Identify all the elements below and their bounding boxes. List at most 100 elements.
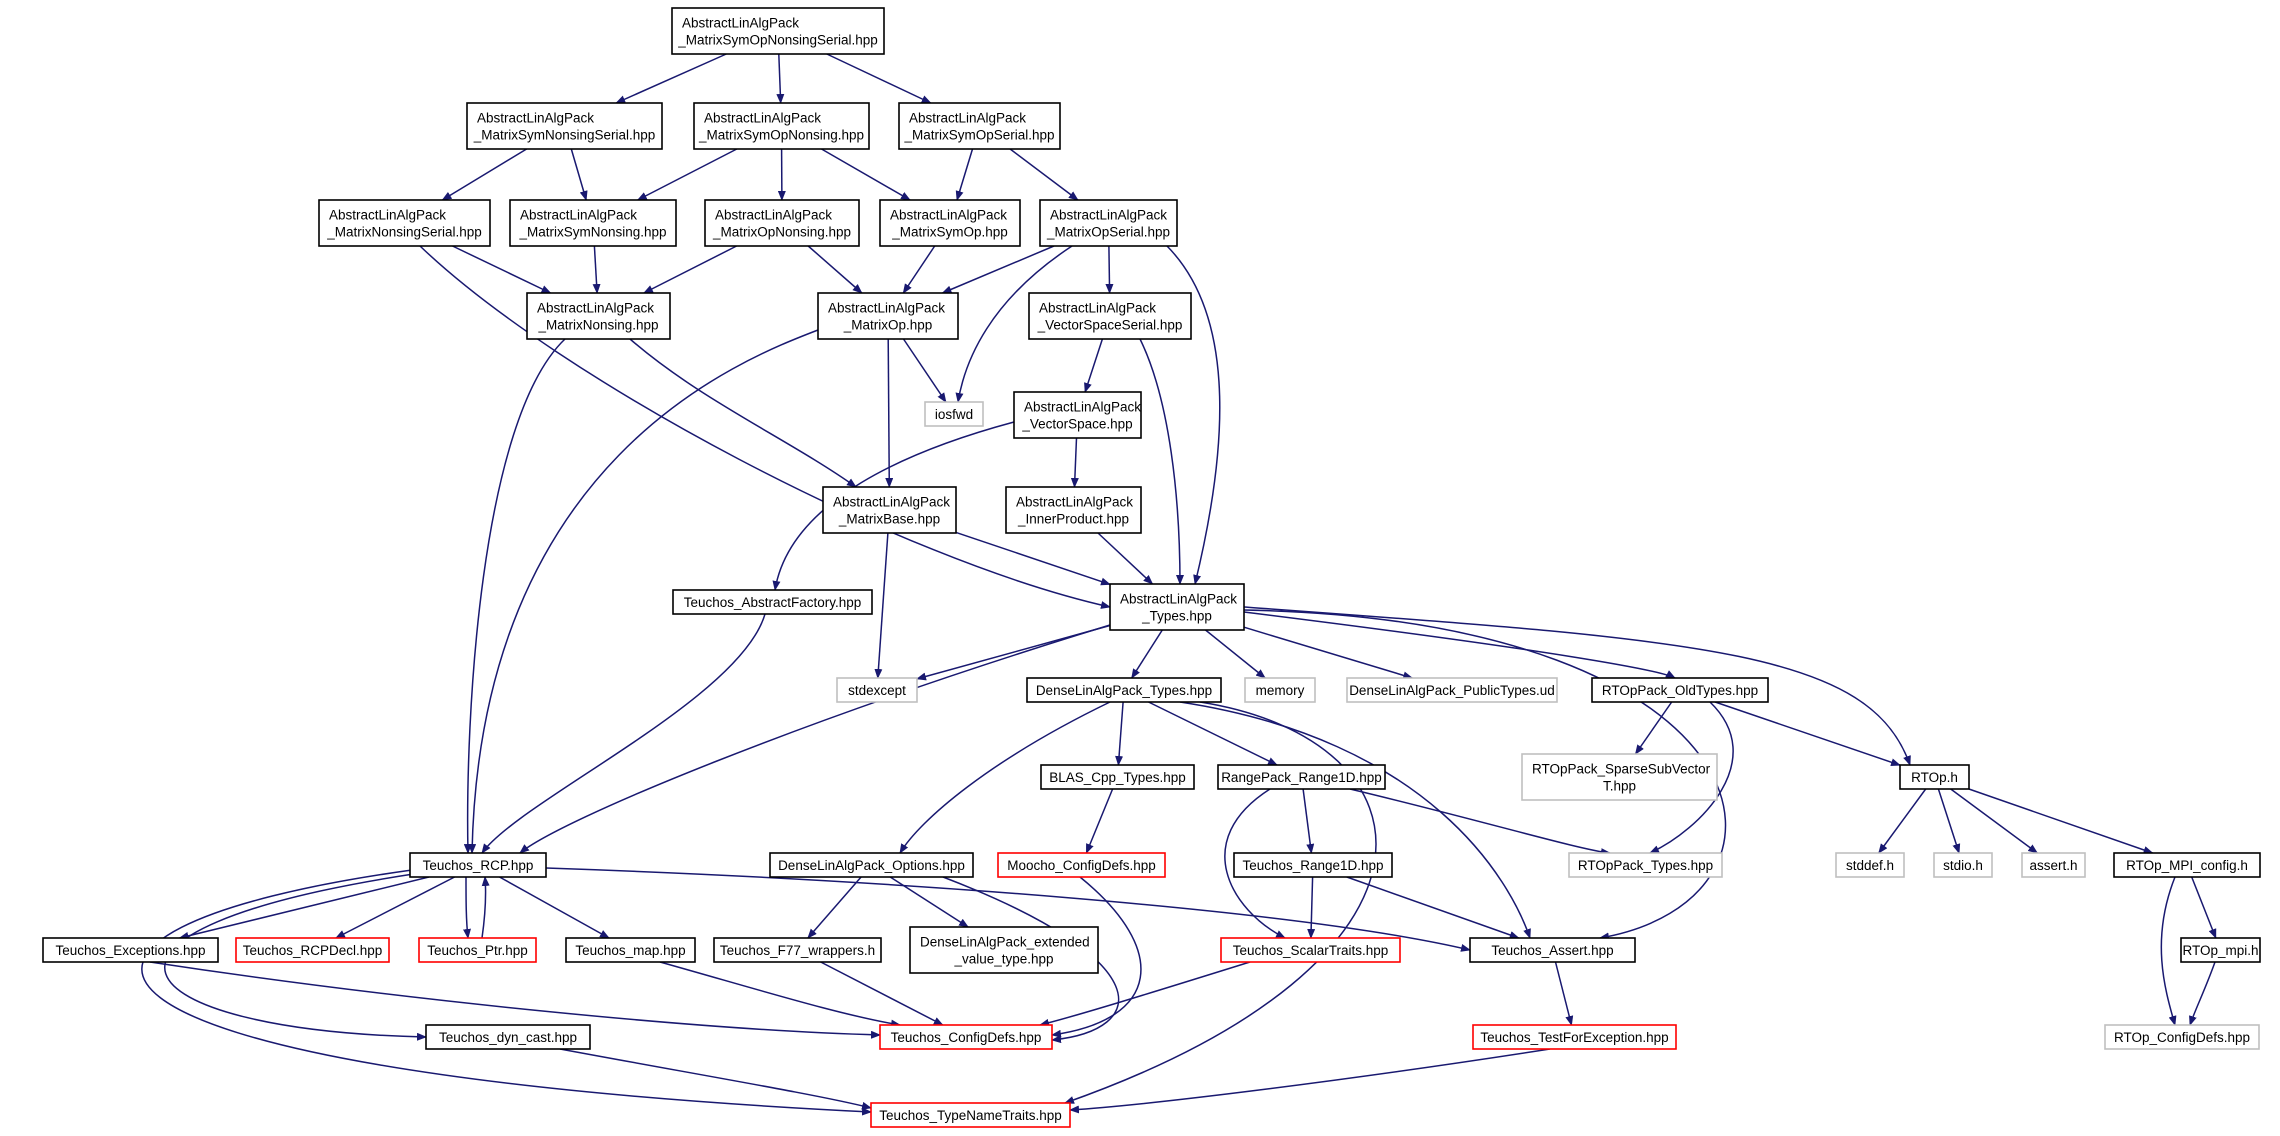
node-label-line: stddef.h [1846,858,1894,873]
node-box [1013,391,1142,439]
edge-mos-to-mo [941,245,1055,294]
node-label-line: RTOpPack_SparseSubVector [1532,762,1711,777]
node-rtopold[interactable]: RTOpPack_OldTypes.hpp [1591,677,1769,703]
node-types[interactable]: AbstractLinAlgPack_Types.hpp [1109,583,1245,631]
node-box [425,1024,591,1050]
node-rcpdecl[interactable]: Teuchos_RCPDecl.hpp [235,937,390,963]
node-stddef[interactable]: stddef.h [1835,852,1905,878]
edge-msns-to-msn [570,148,588,201]
node-dlpt[interactable]: DenseLinAlgPack_PublicTypes.ud [1346,677,1558,703]
node-msn[interactable]: AbstractLinAlgPack_MatrixSymNonsing.hpp [509,199,677,247]
node-label-line: _VectorSpace.hpp [1021,417,1132,432]
edge-msopn-to-mso [821,148,911,201]
node-rcp[interactable]: Teuchos_RCP.hpp [409,852,547,878]
node-label-line: RTOp.h [1911,770,1958,785]
node-label-line: AbstractLinAlgPack [909,111,1026,126]
node-dlext[interactable]: DenseLinAlgPack_extended_value_type.hpp [909,926,1099,974]
node-vss[interactable]: AbstractLinAlgPack_VectorSpaceSerial.hpp [1028,292,1192,340]
node-tdc[interactable]: Teuchos_dyn_cast.hpp [425,1024,591,1050]
node-mn[interactable]: AbstractLinAlgPack_MatrixNonsing.hpp [526,292,671,340]
node-label-line: Teuchos_TypeNameTraits.hpp [879,1108,1062,1123]
edge-rtmpih-to-rtcd [2189,961,2216,1026]
node-msos[interactable]: AbstractLinAlgPack_MatrixSymOpSerial.hpp [898,102,1061,150]
edge-vss-to-vs [1084,338,1104,393]
node-blas[interactable]: BLAS_Cpp_Types.hpp [1040,764,1195,790]
edge-dlt-to-tassert [1179,701,1531,939]
node-tassert[interactable]: Teuchos_Assert.hpp [1469,937,1636,963]
node-mos[interactable]: AbstractLinAlgPack_MatrixOpSerial.hpp [1039,199,1178,247]
edge-root-to-msns [615,53,727,104]
node-box [879,1024,1053,1050]
node-box [1026,677,1222,703]
edge-mos-to-types [1166,245,1221,585]
node-tst[interactable]: Teuchos_ScalarTraits.hpp [1220,937,1401,963]
node-box [42,937,219,963]
edge-mso-to-mo [902,245,936,294]
node-label-line: DenseLinAlgPack_Types.hpp [1036,683,1212,698]
node-label-line: Teuchos_TestForException.hpp [1480,1030,1668,1045]
node-mnss[interactable]: AbstractLinAlgPack_MatrixNonsingSerial.h… [318,199,491,247]
edge-rtopold-to-rtssv [1634,701,1673,755]
edge-mon-to-mn [643,245,737,294]
edge-mo-to-mb [885,338,894,488]
node-rtcd[interactable]: RTOp_ConfigDefs.hpp [2104,1024,2260,1050]
node-dlo[interactable]: DenseLinAlgPack_Options.hpp [769,852,974,878]
node-box [526,292,671,340]
node-label-line: BLAS_Cpp_Types.hpp [1049,770,1186,785]
edge-mn-to-rcp [463,338,566,854]
edge-rcp-to-ptr [463,876,471,939]
node-label-line: Teuchos_ConfigDefs.hpp [891,1030,1042,1045]
node-box [909,926,1099,974]
node-box [1469,937,1636,963]
node-rtmpih[interactable]: RTOp_mpi.h [2180,937,2261,963]
node-rtpt[interactable]: RTOpPack_Types.hpp [1568,852,1723,878]
node-stdexcept[interactable]: stdexcept [836,677,918,703]
node-label-line: AbstractLinAlgPack [1120,592,1237,607]
node-root[interactable]: AbstractLinAlgPack_MatrixSymOpNonsingSer… [671,7,885,55]
edge-msns-to-mnss [441,148,527,201]
node-vs[interactable]: AbstractLinAlgPack_VectorSpace.hpp [1013,391,1142,439]
node-box [924,401,984,427]
node-texc[interactable]: Teuchos_Exceptions.hpp [42,937,219,963]
node-mso[interactable]: AbstractLinAlgPack_MatrixSymOp.hpp [879,199,1021,247]
node-label-line: Teuchos_Ptr.hpp [427,943,528,958]
node-label-line: T.hpp [1603,779,1636,794]
node-mo[interactable]: AbstractLinAlgPack_MatrixOp.hpp [817,292,959,340]
node-rr1d[interactable]: RangePack_Range1D.hpp [1217,764,1386,790]
node-label-line: AbstractLinAlgPack [833,495,950,510]
node-mon[interactable]: AbstractLinAlgPack_MatrixOpNonsing.hpp [704,199,860,247]
node-tcd[interactable]: Teuchos_ConfigDefs.hpp [879,1024,1053,1050]
edge-types-to-memory [1205,629,1266,679]
node-ptr[interactable]: Teuchos_Ptr.hpp [418,937,537,963]
edge-rtoph-to-stddef [1878,788,1927,854]
node-tfe[interactable]: Teuchos_TestForException.hpp [1472,1024,1677,1050]
edges [141,53,2217,1116]
node-box [1346,677,1558,703]
edge-blas-to-mcd [1085,788,1114,854]
edge-dlt-to-rr1d [1148,701,1278,766]
node-rtmpic[interactable]: RTOp_MPI_config.h [2113,852,2261,878]
node-rtoph[interactable]: RTOp.h [1899,764,1970,790]
node-mb[interactable]: AbstractLinAlgPack_MatrixBase.hpp [822,486,957,534]
node-assert[interactable]: assert.h [2021,852,2086,878]
node-taf[interactable]: Teuchos_AbstractFactory.hpp [672,589,873,615]
node-mcd[interactable]: Moocho_ConfigDefs.hpp [997,852,1166,878]
node-memory[interactable]: memory [1244,677,1316,703]
node-label-line: Teuchos_RCPDecl.hpp [243,943,383,958]
node-tntt[interactable]: Teuchos_TypeNameTraits.hpp [870,1102,1071,1128]
node-iosfwd[interactable]: iosfwd [924,401,984,427]
node-tr1d[interactable]: Teuchos_Range1D.hpp [1233,852,1393,878]
edge-rcp-to-tassert [545,867,1471,952]
edge-types-to-rcp [519,624,1111,854]
node-label-line: Teuchos_Assert.hpp [1491,943,1613,958]
node-tmap[interactable]: Teuchos_map.hpp [565,937,696,963]
node-msopn[interactable]: AbstractLinAlgPack_MatrixSymOpNonsing.hp… [693,102,870,150]
node-box [1220,937,1401,963]
node-msns[interactable]: AbstractLinAlgPack_MatrixSymNonsingSeria… [466,102,663,150]
node-stdio[interactable]: stdio.h [1933,852,1993,878]
node-ip[interactable]: AbstractLinAlgPack_InnerProduct.hpp [1005,486,1142,534]
node-dlt[interactable]: DenseLinAlgPack_Types.hpp [1026,677,1222,703]
node-f77[interactable]: Teuchos_F77_wrappers.h [713,937,882,963]
edge-msn-to-mn [592,245,601,294]
